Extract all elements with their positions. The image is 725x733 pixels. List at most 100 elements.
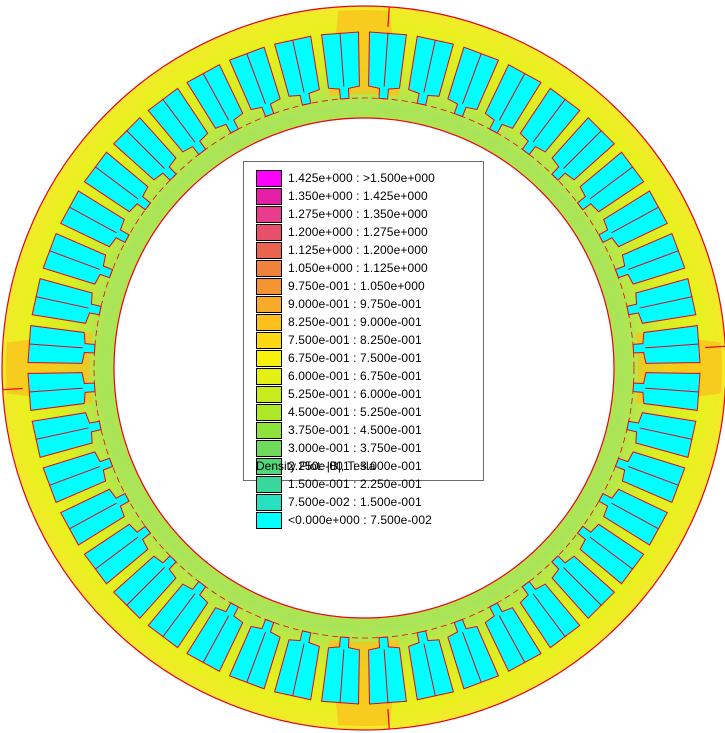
- stator-ring: [2, 6, 725, 730]
- slot-divider: [628, 250, 679, 270]
- legend-row: 9.750e-001 : 1.050e+000: [256, 277, 435, 295]
- slot-divider: [498, 72, 526, 121]
- legend-swatch: [256, 169, 282, 187]
- slot-divider: [462, 53, 482, 104]
- legend-row: 5.250e-001 : 6.000e-001: [256, 385, 435, 403]
- slot-divider: [611, 502, 660, 530]
- stator-slot: [186, 602, 244, 672]
- slot-divider: [162, 98, 196, 143]
- stator-slot: [186, 64, 244, 134]
- slot-divider: [202, 72, 230, 121]
- stator-slot: [321, 636, 360, 705]
- slot-divider: [339, 32, 345, 87]
- legend-row: 1.125e+000 : 1.200e+000: [256, 241, 435, 259]
- slot-divider: [28, 343, 83, 349]
- stator-slot: [614, 232, 686, 285]
- legend-swatch: [256, 475, 282, 493]
- legend-row: 8.250e-001 : 9.000e-001: [256, 313, 435, 331]
- legend-swatch: [256, 493, 282, 511]
- stator-slot: [598, 488, 668, 546]
- outer-boundary: [1, 5, 725, 731]
- slot-divider: [462, 632, 482, 683]
- slot-divider: [645, 387, 700, 393]
- legend-row: 1.050e+000 : 1.125e+000: [256, 259, 435, 277]
- legend-swatch: [256, 421, 282, 439]
- legend-range-label: 5.250e-001 : 6.000e-001: [288, 387, 422, 401]
- legend-range-label: 6.000e-001 : 6.750e-001: [288, 369, 422, 383]
- stator-slot: [576, 523, 645, 585]
- slot-divider: [35, 296, 89, 309]
- stator-slot: [626, 412, 697, 459]
- stator-slot: [447, 618, 500, 690]
- stator-slot: [31, 412, 102, 459]
- legend-row: 2.250e-001 : 3.000e-001: [256, 457, 435, 475]
- legend-row: 4.500e-001 : 5.250e-001: [256, 403, 435, 421]
- stator-slot: [626, 277, 697, 324]
- legend-range-label: 1.275e+000 : 1.350e+000: [288, 207, 428, 221]
- slot-divider: [563, 130, 602, 169]
- stator-core: [2, 6, 725, 730]
- stator-slot: [598, 190, 668, 248]
- slot-divider: [383, 32, 389, 87]
- slot-divider: [292, 643, 305, 697]
- legend-row: 7.500e-001 : 8.250e-001: [256, 331, 435, 349]
- legend-range-label: 4.500e-001 : 5.250e-001: [288, 405, 422, 419]
- legend-range-label: 1.125e+000 : 1.200e+000: [288, 243, 428, 257]
- slot-divider: [126, 130, 165, 169]
- legend-row: 6.000e-001 : 6.750e-001: [256, 367, 435, 385]
- slot-divider: [645, 343, 700, 349]
- stator-slot: [83, 523, 152, 585]
- stator-slot: [484, 64, 542, 134]
- stator-slot: [408, 35, 455, 106]
- slot-divider: [532, 593, 566, 638]
- legend-row: 3.000e-001 : 3.750e-001: [256, 439, 435, 457]
- inner-boundary: [113, 117, 615, 619]
- slot-divider: [611, 206, 660, 234]
- legend-swatch: [256, 259, 282, 277]
- stator-slot: [632, 372, 701, 411]
- legend-row: 1.200e+000 : 1.275e+000: [256, 223, 435, 241]
- legend-row: 7.500e-002 : 1.500e-001: [256, 493, 435, 511]
- legend-range-label: 9.000e-001 : 9.750e-001: [288, 297, 422, 311]
- legend-range-label: 3.000e-001 : 3.750e-001: [288, 441, 422, 455]
- stator-slot: [368, 31, 407, 100]
- slot-divider: [35, 427, 89, 440]
- slot-divider: [639, 296, 693, 309]
- legend-swatch: [256, 457, 282, 475]
- slot-divider: [68, 502, 117, 530]
- legend-row: 9.000e-001 : 9.750e-001: [256, 295, 435, 313]
- legend-range-label: <0.000e+000 : 7.500e-002: [288, 513, 432, 527]
- legend-range-label: 3.750e-001 : 4.500e-001: [288, 423, 422, 437]
- legend-swatch: [256, 223, 282, 241]
- stator-slot: [27, 372, 96, 411]
- stator-slot: [408, 630, 455, 701]
- stator-slot: [321, 31, 360, 100]
- slot-divider: [628, 466, 679, 486]
- slot-divider: [68, 206, 117, 234]
- stator-slot: [632, 325, 701, 364]
- stator-slot: [147, 580, 209, 649]
- stator-slot: [83, 151, 152, 213]
- tooth-tip-boundary: [93, 97, 635, 639]
- stator-slot: [31, 277, 102, 324]
- slot-divider: [162, 593, 196, 638]
- slot-divider: [339, 649, 345, 704]
- legend-row: 1.500e-001 : 2.250e-001: [256, 475, 435, 493]
- legend-row: 1.275e+000 : 1.350e+000: [256, 205, 435, 223]
- slot-divider: [28, 387, 83, 393]
- geometry-outlines: [1, 5, 725, 731]
- legend-swatch: [256, 277, 282, 295]
- legend-range-label: 9.750e-001 : 1.050e+000: [288, 279, 425, 293]
- slot-divider: [639, 427, 693, 440]
- legend-range-label: 1.350e+000 : 1.425e+000: [288, 189, 428, 203]
- legend-box: 1.425e+000 : >1.500e+000 1.350e+000 : 1.4…: [243, 161, 484, 529]
- stator-slot: [519, 580, 581, 649]
- legend-range-label: 7.500e-002 : 1.500e-001: [288, 495, 422, 509]
- legend-range-label: 8.250e-001 : 9.000e-001: [288, 315, 422, 329]
- stator-slot: [42, 232, 114, 285]
- legend-row: 1.425e+000 : >1.500e+000: [256, 169, 435, 187]
- legend-rows: 1.425e+000 : >1.500e+000 1.350e+000 : 1.4…: [256, 169, 435, 529]
- stator-slot: [614, 451, 686, 504]
- legend-range-label: 6.750e-001 : 7.500e-001: [288, 351, 422, 365]
